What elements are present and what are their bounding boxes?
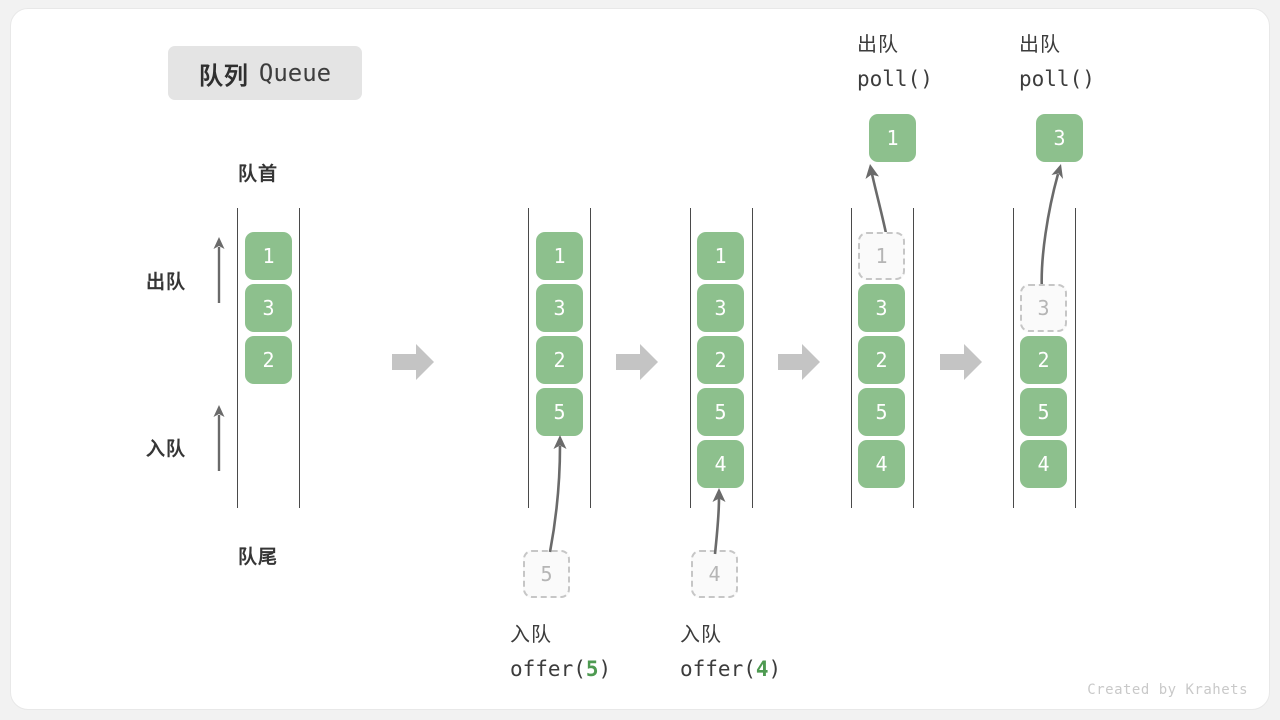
queue-front-label: 队首 <box>238 164 279 185</box>
outgoing-element: 1 <box>869 114 916 162</box>
operation-code: offer(5) <box>510 657 612 681</box>
operation-name: 入队 <box>510 624 552 646</box>
enqueue-direction-label: 入队 <box>146 439 187 460</box>
title-english: Queue <box>258 59 332 87</box>
queue-cell: 5 <box>858 388 905 436</box>
flow-arrow-icon <box>392 344 434 380</box>
queue-cell: 3 <box>536 284 583 332</box>
dequeue-direction-arrow-icon <box>213 237 225 303</box>
operation-label-offer-5: 入队 offer(5) <box>510 618 611 686</box>
queue-cell: 3 <box>1020 284 1067 332</box>
rail-right <box>913 208 914 508</box>
rail-right <box>752 208 753 508</box>
dequeue-direction-label: 出队 <box>146 272 187 293</box>
queue-cell: 1 <box>536 232 583 280</box>
queue-cell: 2 <box>536 336 583 384</box>
operation-code: offer(4) <box>680 657 782 681</box>
queue-rear-label: 队尾 <box>238 547 279 568</box>
queue-cell: 2 <box>1020 336 1067 384</box>
flow-arrow-icon <box>940 344 982 380</box>
queue-cell: 3 <box>245 284 292 332</box>
enqueue-direction-arrow-icon <box>213 405 225 471</box>
queue-cell: 1 <box>245 232 292 280</box>
queue-cell: 5 <box>1020 388 1067 436</box>
incoming-element: 4 <box>691 550 738 598</box>
operation-name: 出队 <box>857 34 899 56</box>
rail-right <box>1075 208 1076 508</box>
queue-cell: 3 <box>697 284 744 332</box>
queue-cell: 5 <box>697 388 744 436</box>
rail-left <box>690 208 691 508</box>
queue-cell: 4 <box>858 440 905 488</box>
title-badge: 队列 Queue <box>168 46 362 100</box>
operation-code: poll() <box>1019 67 1095 91</box>
queue-cell: 1 <box>858 232 905 280</box>
rail-left <box>237 208 238 508</box>
rail-right <box>590 208 591 508</box>
operation-name: 出队 <box>1019 34 1061 56</box>
rail-left <box>528 208 529 508</box>
rail-right <box>299 208 300 508</box>
rail-left <box>1013 208 1014 508</box>
queue-cell: 4 <box>697 440 744 488</box>
rail-left <box>851 208 852 508</box>
outgoing-element: 3 <box>1036 114 1083 162</box>
operation-label-poll-1: 出队 poll() <box>857 28 933 96</box>
queue-cell: 3 <box>858 284 905 332</box>
operation-code: poll() <box>857 67 933 91</box>
operation-label-offer-4: 入队 offer(4) <box>680 618 781 686</box>
title-chinese: 队列 <box>198 62 249 90</box>
operation-name: 入队 <box>680 624 722 646</box>
watermark: Created by Krahets <box>1087 682 1248 698</box>
queue-cell: 2 <box>697 336 744 384</box>
incoming-element: 5 <box>523 550 570 598</box>
queue-cell: 2 <box>245 336 292 384</box>
queue-cell: 1 <box>697 232 744 280</box>
flow-arrow-icon <box>778 344 820 380</box>
queue-cell: 2 <box>858 336 905 384</box>
queue-cell: 4 <box>1020 440 1067 488</box>
operation-label-poll-3: 出队 poll() <box>1019 28 1095 96</box>
queue-cell: 5 <box>536 388 583 436</box>
flow-arrow-icon <box>616 344 658 380</box>
